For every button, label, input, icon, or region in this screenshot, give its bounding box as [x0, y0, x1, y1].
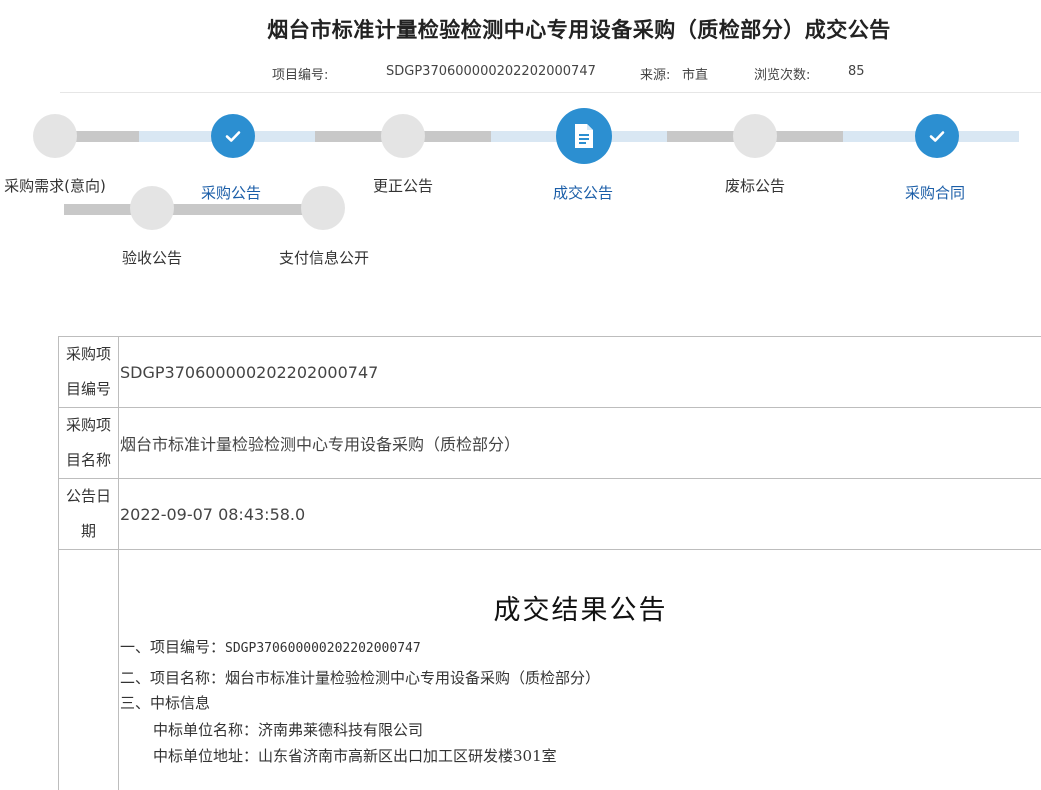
row-value-announcement-date: 2022-09-07 08:43:58.0 [120, 504, 306, 524]
content-label-cell [58, 550, 119, 790]
row-value-project-name: 烟台市标准计量检验检测中心专用设备采购（质检部分） [120, 435, 521, 454]
page-title: 烟台市标准计量检验检测中心专用设备采购（质检部分）成交公告 [267, 18, 891, 42]
document-icon [575, 124, 593, 148]
step-node-payment-disclosure[interactable] [301, 186, 345, 230]
doc-winner-name: 中标单位名称：济南弗莱德科技有限公司 [153, 721, 424, 739]
row-label-project-number: 采购项目编号 [58, 337, 119, 407]
step-node-acceptance-announcement[interactable] [130, 186, 174, 230]
source-label: 来源: [640, 68, 671, 83]
step-label-payment-disclosure[interactable]: 支付信息公开 [278, 249, 369, 267]
step-label-acceptance-announcement[interactable]: 验收公告 [121, 249, 182, 267]
details-table: 采购项目编号 SDGP370600000202202000747 采购项目名称 … [58, 336, 1041, 790]
step-connector [64, 131, 139, 142]
step-label-deal-announcement[interactable]: 成交公告 [552, 184, 613, 202]
table-row: 公告日期 2022-09-07 08:43:58.0 [58, 479, 1041, 550]
step-node-void-announcement[interactable] [733, 114, 777, 158]
row-label-announcement-date: 公告日期 [58, 479, 119, 549]
document-title: 成交结果公告 [493, 595, 668, 626]
views-count: 85 [848, 64, 865, 79]
step-node-purchase-announcement[interactable] [211, 114, 255, 158]
doc-project-number-prefix: 一、项目编号： [120, 638, 226, 656]
doc-project-number-value: SDGP370600000202202000747 [225, 641, 421, 656]
content-row: 成交结果公告 一、项目编号：SDGP370600000202202000747 … [58, 550, 1041, 790]
doc-project-number: 一、项目编号：SDGP370600000202202000747 [120, 636, 421, 657]
row-label-project-name: 采购项目名称 [58, 408, 119, 478]
project-number-label: 项目编号: [272, 68, 329, 83]
project-number-value: SDGP370600000202202000747 [386, 64, 596, 79]
step-label-void-announcement[interactable]: 废标公告 [724, 177, 785, 195]
step-label-purchase-announcement[interactable]: 采购公告 [200, 184, 261, 202]
step-connector [64, 204, 303, 215]
step-node-purchase-demand[interactable] [33, 114, 77, 158]
table-row: 采购项目名称 烟台市标准计量检验检测中心专用设备采购（质检部分） [58, 408, 1041, 479]
step-node-deal-announcement[interactable] [556, 108, 612, 164]
source-value: 市直 [682, 68, 709, 83]
header-divider [60, 92, 1041, 93]
table-row: 采购项目编号 SDGP370600000202202000747 [58, 337, 1041, 408]
step-label-correction-announcement[interactable]: 更正公告 [372, 177, 433, 195]
step-label-purchase-contract[interactable]: 采购合同 [904, 184, 965, 202]
doc-project-name: 二、项目名称：烟台市标准计量检验检测中心专用设备采购（质检部分） [120, 669, 601, 687]
row-value-project-number: SDGP370600000202202000747 [120, 362, 379, 382]
doc-winning-info-heading: 三、中标信息 [120, 694, 211, 712]
check-icon [225, 131, 241, 142]
step-node-purchase-contract[interactable] [915, 114, 959, 158]
step-label-purchase-demand[interactable]: 采购需求(意向) [4, 177, 106, 195]
step-node-correction-announcement[interactable] [381, 114, 425, 158]
check-icon [929, 131, 945, 142]
views-label: 浏览次数: [754, 68, 811, 83]
doc-winner-address: 中标单位地址：山东省济南市高新区出口加工区研发楼301室 [153, 747, 557, 765]
